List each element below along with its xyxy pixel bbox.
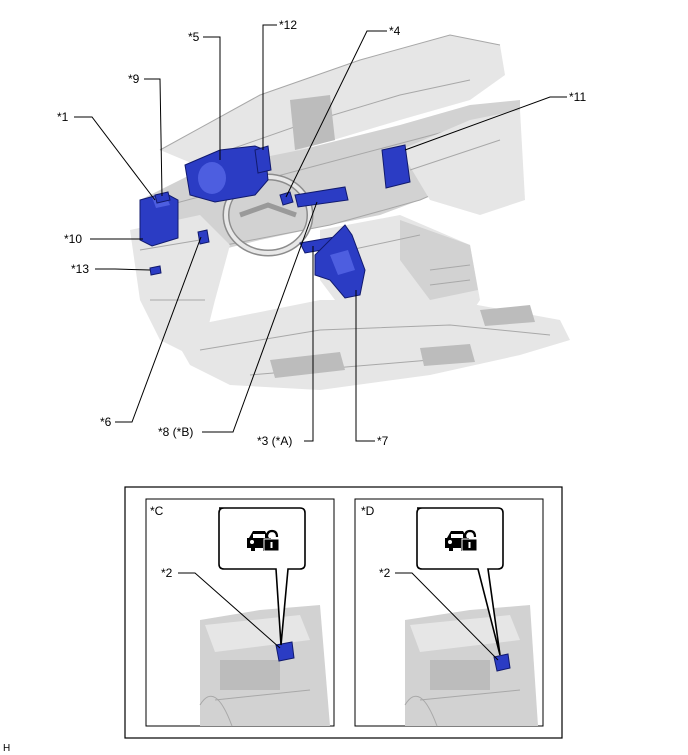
highlighted-components xyxy=(139,144,411,299)
switch-2-d xyxy=(493,653,511,672)
leader-lines xyxy=(74,24,567,442)
panel-c-tag: *C xyxy=(150,504,164,518)
detail-panel-d: *D *2 xyxy=(354,498,544,727)
panel-d-callout: *2 xyxy=(379,566,391,580)
component-8 xyxy=(294,186,349,208)
callout-9: *9 xyxy=(128,72,140,86)
panel-c-callout: *2 xyxy=(161,566,173,580)
car-lock-unlocked-icon xyxy=(247,529,280,552)
callout-6: *6 xyxy=(100,415,112,429)
car-lock-unlocked-icon xyxy=(445,529,478,552)
callout-12: *12 xyxy=(279,18,297,32)
detail-frame xyxy=(124,486,563,739)
callout-5: *5 xyxy=(188,30,200,44)
callout-3: *3 (*A) xyxy=(257,434,292,448)
callout-11: *11 xyxy=(569,90,586,104)
callout-8: *8 (*B) xyxy=(158,425,193,439)
corner-mark: H xyxy=(3,743,10,754)
callout-labels: *1 *9 *5 *12 *4 *11 *10 *13 *6 *8 (*B) *… xyxy=(57,18,586,448)
detail-panel-c: *C *2 xyxy=(145,498,335,727)
component-6 xyxy=(197,229,210,245)
switch-2-c xyxy=(275,641,295,662)
module-9 xyxy=(154,191,171,204)
callout-10: *10 xyxy=(64,232,82,246)
callout-1: *1 xyxy=(57,110,69,124)
component-13 xyxy=(149,265,162,276)
dashboard-illustration xyxy=(130,34,570,390)
component-4 xyxy=(279,191,294,206)
panel-d-tag: *D xyxy=(361,504,375,518)
callout-13: *13 xyxy=(71,262,89,276)
component-11 xyxy=(381,144,411,189)
callout-7: *7 xyxy=(377,434,389,448)
callout-4: *4 xyxy=(389,24,401,38)
component-12 xyxy=(254,145,272,174)
